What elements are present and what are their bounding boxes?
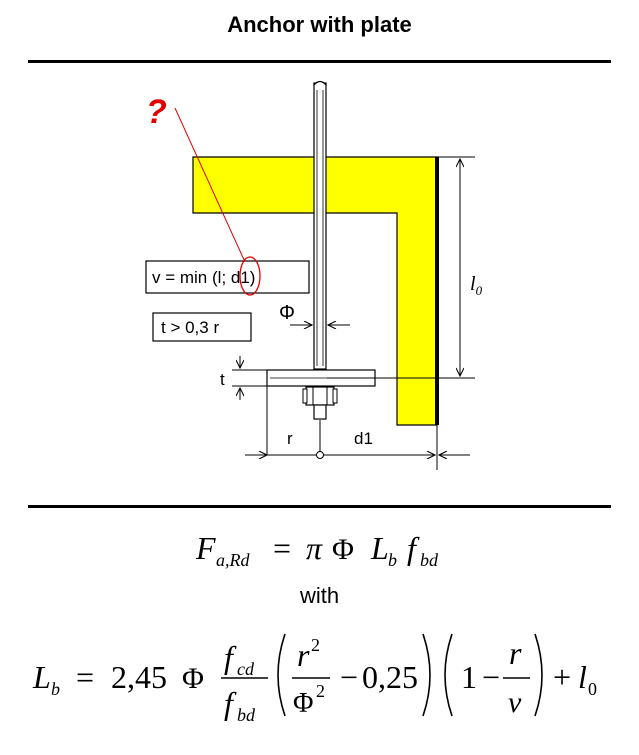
svg-text:2: 2: [311, 635, 320, 655]
rod-end: [313, 404, 327, 420]
rod-axis-point: [316, 451, 324, 459]
svg-text:cd: cd: [237, 659, 255, 679]
svg-text:π: π: [306, 530, 323, 566]
svg-text:r: r: [297, 637, 310, 673]
svg-text:0: 0: [588, 679, 597, 699]
svg-text:f: f: [224, 639, 237, 675]
svg-text:2: 2: [316, 681, 325, 701]
svg-text:=: =: [76, 659, 94, 695]
anchor-nut: [305, 386, 335, 406]
svg-text:f: f: [224, 685, 237, 721]
svg-text:+: +: [553, 659, 571, 695]
svg-text:L: L: [32, 659, 51, 695]
svg-text:F: F: [195, 530, 216, 566]
svg-text:f: f: [407, 530, 420, 566]
svg-text:0,25: 0,25: [362, 659, 418, 695]
phi-label: Φ: [279, 302, 295, 324]
svg-text:=: =: [273, 530, 291, 566]
v-min-box: [145, 260, 310, 294]
t-label: t: [220, 370, 225, 389]
l0-label: l0: [470, 273, 483, 298]
svg-text:Φ: Φ: [293, 688, 313, 719]
with-text: with: [299, 583, 340, 608]
question-leader-line: [174, 107, 246, 263]
svg-text:b: b: [51, 679, 60, 699]
middle-divider: [28, 505, 611, 508]
svg-text:2,45: 2,45: [111, 659, 167, 695]
page-title: Anchor with plate: [227, 12, 412, 37]
d1-label: d1: [354, 429, 373, 448]
r-label: r: [287, 429, 293, 448]
svg-text:b: b: [388, 550, 397, 570]
formula-resistance: F a,Rd = π Φ L b f bd: [195, 530, 439, 570]
anchor-rod: [313, 82, 327, 370]
t-condition-box: [152, 312, 252, 342]
top-divider: [28, 60, 611, 63]
svg-text:l: l: [578, 659, 587, 695]
v-min-label: v = min (l; d1): [152, 268, 255, 287]
svg-text:−: −: [340, 659, 358, 695]
svg-text:Φ: Φ: [332, 533, 354, 566]
svg-text:ν: ν: [508, 686, 522, 719]
svg-text:1: 1: [461, 659, 477, 695]
svg-text:−: −: [482, 659, 500, 695]
svg-text:bd: bd: [420, 550, 439, 570]
formula-bond-length: L b = 2,45 Φ f cd f bd r 2 Φ 2 − 0,25 1 …: [32, 633, 597, 725]
t-condition-label: t > 0,3 r: [161, 318, 219, 337]
svg-text:bd: bd: [237, 705, 256, 725]
question-mark: ?: [146, 93, 167, 131]
question-highlight-ellipse: [239, 256, 261, 296]
svg-text:a,Rd: a,Rd: [216, 550, 250, 570]
svg-text:Φ: Φ: [182, 662, 204, 695]
svg-text:r: r: [509, 635, 522, 671]
svg-text:L: L: [370, 530, 389, 566]
